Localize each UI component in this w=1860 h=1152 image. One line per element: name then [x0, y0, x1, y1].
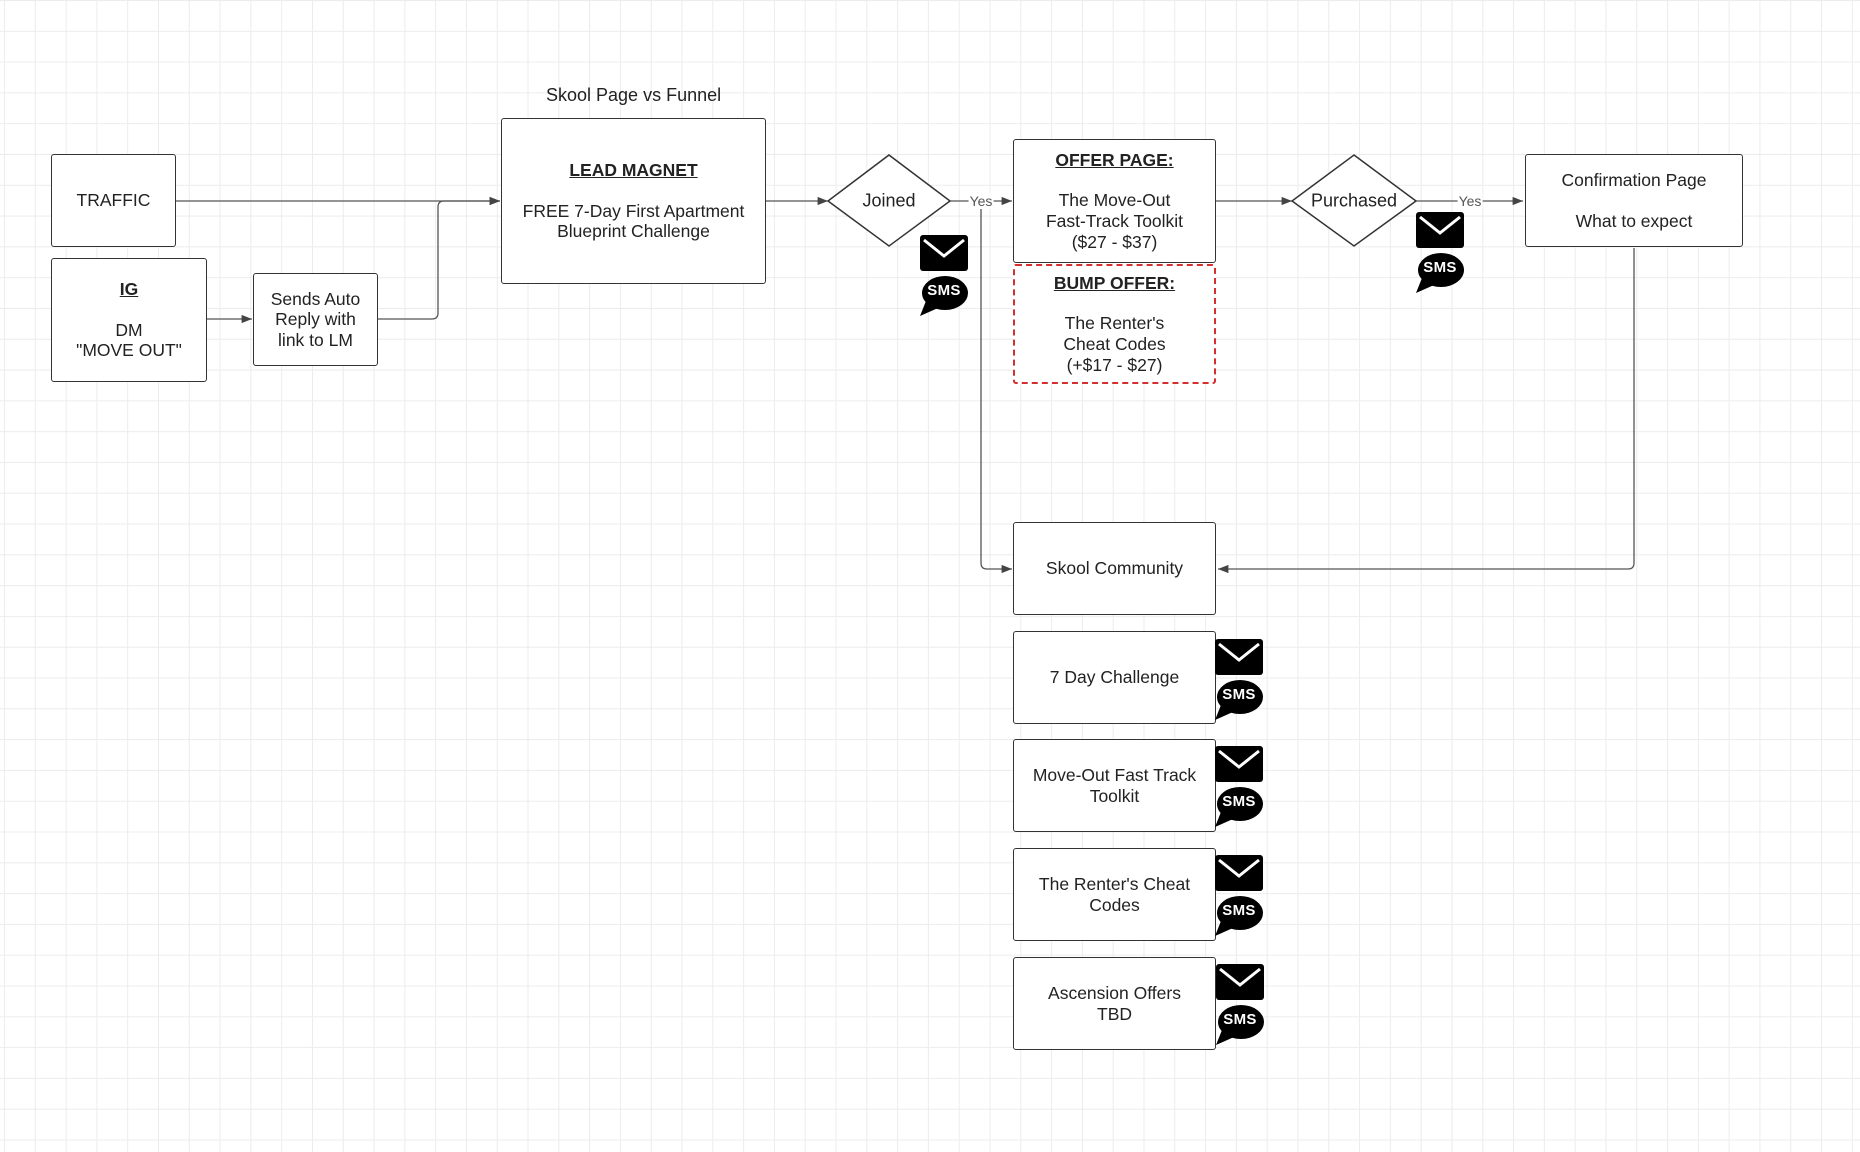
joined-diamond: [826, 154, 952, 247]
bump-offer-node[interactable]: BUMP OFFER: The Renter's Cheat Codes (+$…: [1013, 264, 1216, 384]
sms-text: SMS: [1222, 902, 1256, 919]
purchased-label: Purchased: [1310, 190, 1398, 211]
skool-community-node[interactable]: Skool Community: [1013, 522, 1216, 615]
confirmation-page-node[interactable]: Confirmation Page What to expect: [1525, 154, 1743, 247]
offer-page-node[interactable]: OFFER PAGE: The Move-Out Fast-Track Tool…: [1013, 139, 1216, 263]
seven-day-challenge-label: 7 Day Challenge: [1049, 667, 1180, 688]
auto-reply-line-3: link to LM: [278, 329, 353, 350]
ascension-notification-icons: SMS: [1216, 964, 1264, 1046]
purchased-yes-label: Yes: [1457, 193, 1483, 209]
ig-line-1: DM: [115, 319, 143, 340]
joined-notification-icons: SMS: [920, 235, 968, 317]
offer-page-line-3: ($27 - $37): [1071, 231, 1158, 252]
envelope-icon: [1215, 746, 1263, 782]
confirmation-line-2: What to expect: [1575, 210, 1693, 231]
offer-page-heading: OFFER PAGE:: [1055, 149, 1174, 170]
sms-text: SMS: [927, 282, 961, 299]
lead-magnet-heading: LEAD MAGNET: [569, 160, 698, 181]
sms-bubble-icon: [1215, 680, 1263, 720]
envelope-icon: [920, 235, 968, 271]
ascension-line-2: TBD: [1097, 1003, 1132, 1024]
lead-magnet-node[interactable]: LEAD MAGNET FREE 7-Day First Apartment B…: [501, 118, 766, 284]
joined-label: Joined: [862, 190, 916, 211]
edge-confirmation-to-skool-community: [1218, 248, 1635, 574]
toolkit-line-2: Toolkit: [1089, 785, 1140, 806]
envelope-icon: [1215, 855, 1263, 891]
bump-offer-line-2: Cheat Codes: [1063, 334, 1166, 354]
sms-bubble-icon: [920, 276, 968, 316]
sms-bubble-icon: [1215, 896, 1263, 936]
seven-day-challenge-node[interactable]: 7 Day Challenge: [1013, 631, 1216, 724]
traffic-node[interactable]: TRAFFIC: [51, 154, 176, 247]
ig-heading: IG: [119, 279, 139, 300]
bump-offer-heading: BUMP OFFER:: [1053, 272, 1176, 293]
sms-bubble-icon: [1215, 787, 1263, 827]
purchased-diamond: [1290, 154, 1418, 247]
ascension-offers-node[interactable]: Ascension Offers TBD: [1013, 957, 1216, 1050]
traffic-label: TRAFFIC: [76, 190, 151, 211]
confirmation-line-1: Confirmation Page: [1561, 169, 1707, 190]
toolkit-line-1: Move-Out Fast Track: [1032, 764, 1197, 785]
offer-page-line-1: The Move-Out: [1058, 190, 1171, 211]
auto-reply-line-2: Reply with: [275, 309, 356, 330]
diagram-title: Skool Page vs Funnel: [546, 85, 722, 105]
cheat-codes-node[interactable]: The Renter's Cheat Codes: [1013, 848, 1216, 941]
envelope-icon: [1416, 212, 1464, 248]
sms-text: SMS: [1423, 259, 1457, 276]
envelope-icon: [1215, 639, 1263, 675]
toolkit-node[interactable]: Move-Out Fast Track Toolkit: [1013, 739, 1216, 832]
bump-offer-line-3: (+$17 - $27): [1066, 354, 1163, 375]
joined-yes-label: Yes: [968, 193, 994, 209]
lead-magnet-line-1: FREE 7-Day First Apartment: [522, 200, 745, 221]
auto-reply-node[interactable]: Sends Auto Reply with link to LM: [253, 273, 378, 366]
cheat-codes-line-1: The Renter's Cheat: [1038, 873, 1191, 894]
edge-auto-reply-to-lead-magnet: [377, 196, 500, 320]
auto-reply-line-1: Sends Auto: [270, 288, 361, 309]
cheat-codes-line-2: Codes: [1089, 894, 1140, 915]
purchased-notification-icons: SMS: [1416, 212, 1464, 294]
sms-text: SMS: [1223, 1011, 1257, 1028]
skool-community-label: Skool Community: [1045, 558, 1184, 579]
sms-text: SMS: [1222, 793, 1256, 810]
sms-bubble-icon: [1216, 1005, 1264, 1045]
bump-offer-line-1: The Renter's: [1064, 313, 1165, 334]
ig-line-2: "MOVE OUT": [76, 340, 182, 361]
seven-day-notification-icons: SMS: [1215, 639, 1263, 721]
sms-text: SMS: [1222, 686, 1256, 703]
offer-page-line-2: Fast-Track Toolkit: [1045, 211, 1184, 231]
cheat-codes-notification-icons: SMS: [1215, 855, 1263, 937]
edge-joined-to-skool-community: [980, 201, 1012, 574]
ascension-line-1: Ascension Offers: [1048, 982, 1181, 1003]
sms-bubble-icon: [1416, 253, 1464, 293]
ig-node[interactable]: IG DM "MOVE OUT": [51, 258, 207, 382]
lead-magnet-line-2: Blueprint Challenge: [557, 221, 710, 242]
toolkit-notification-icons: SMS: [1215, 746, 1263, 828]
envelope-icon: [1216, 964, 1264, 1000]
